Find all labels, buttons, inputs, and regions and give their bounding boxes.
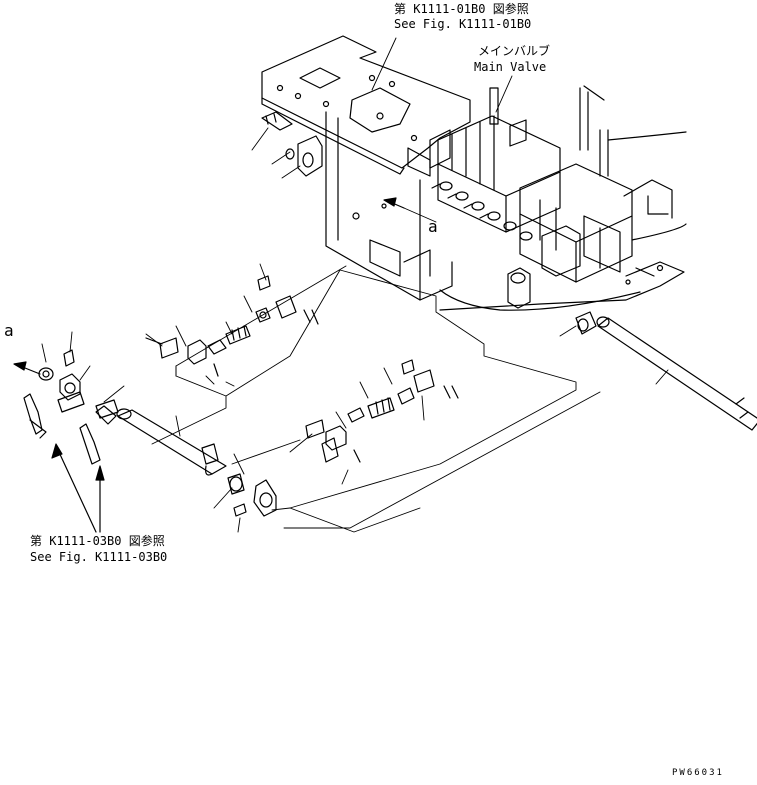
boundary-lines: [41, 37, 669, 533]
reference-arrows: [13, 197, 405, 533]
main-valve: [431, 85, 687, 311]
figure-code: PW66031: [672, 768, 724, 778]
valve-label-jp: メインバルブ: [478, 44, 551, 58]
ref-bottom-en: See Fig. K1111-03B0: [30, 550, 168, 564]
ref-top-en: See Fig. K1111-01B0: [394, 17, 532, 31]
bracket-frame: [261, 35, 471, 301]
ref-bottom-jp: 第 K1111-03B0 図参照: [30, 534, 165, 548]
bolt-washer-set: [261, 111, 323, 177]
ref-top-jp: 第 K1111-01B0 図参照: [394, 2, 529, 16]
marker-a-left: a: [4, 321, 14, 340]
valve-label-en: Main Valve: [474, 60, 547, 74]
marker-a-center: a: [428, 217, 438, 236]
shaft-right: [575, 311, 757, 431]
linkage-lower: [23, 275, 459, 517]
